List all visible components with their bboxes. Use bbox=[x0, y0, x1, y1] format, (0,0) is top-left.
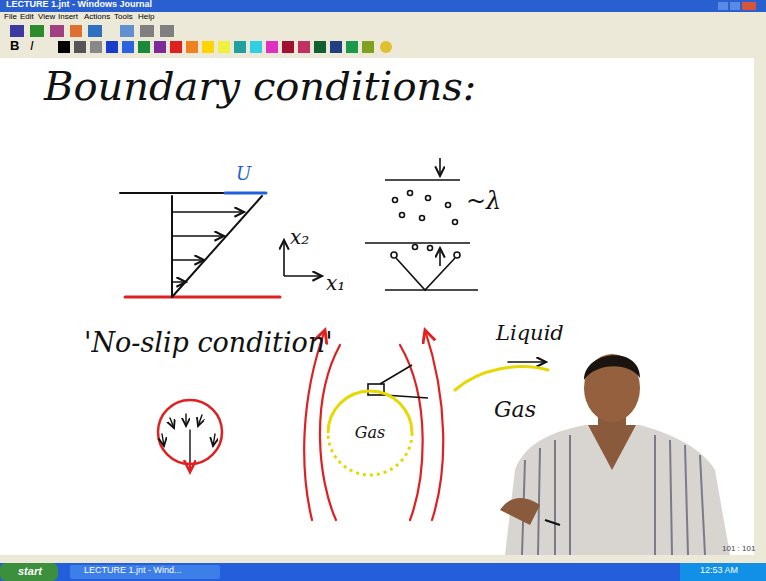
menu-item: View bbox=[38, 13, 55, 22]
italic-button: I bbox=[30, 39, 34, 53]
menu-item: Help bbox=[138, 13, 154, 22]
sphere-sketch bbox=[158, 400, 222, 472]
menu-item: Actions bbox=[84, 13, 110, 22]
streamlines bbox=[304, 330, 443, 520]
menu-item: Tools bbox=[114, 13, 133, 22]
axis-label: x₂ bbox=[290, 226, 309, 248]
phase-label: Gas bbox=[494, 398, 536, 422]
lecturer bbox=[500, 354, 730, 555]
bold-button: B bbox=[10, 39, 19, 53]
menu-item: File bbox=[4, 13, 17, 22]
taskbar bbox=[0, 563, 766, 581]
page-counter: 101 : 101 bbox=[722, 545, 755, 554]
gas-molecules-sketch bbox=[365, 158, 478, 290]
bubble-node: Gas bbox=[326, 389, 414, 477]
scroll-bar bbox=[754, 58, 766, 555]
couette-flow-sketch bbox=[120, 193, 280, 297]
axis-label: x₁ bbox=[326, 272, 345, 294]
toolbar bbox=[0, 12, 766, 58]
velocity-label: U bbox=[236, 164, 251, 184]
start-button bbox=[0, 563, 58, 581]
title-bar bbox=[0, 0, 766, 12]
clock: 12:53 AM bbox=[700, 566, 738, 576]
taskbar-item: LECTURE 1.jnt - Wind... bbox=[84, 566, 182, 576]
mean-free-path-label: ~λ bbox=[466, 188, 501, 214]
menu-item: Insert bbox=[58, 13, 78, 22]
color-swatches bbox=[58, 41, 392, 53]
toolbar-icons bbox=[10, 25, 174, 37]
phase-label: Liquid bbox=[496, 322, 564, 345]
heading: Boundary conditions: bbox=[44, 64, 476, 108]
start-label: start bbox=[18, 565, 42, 577]
bubble-label: Gas bbox=[326, 424, 414, 442]
journal-page bbox=[0, 58, 766, 555]
window-title: LECTURE 1.jnt - Windows Journal bbox=[6, 0, 152, 10]
condition-label: 'No-slip condition' bbox=[84, 328, 333, 358]
menu-item: Edit bbox=[20, 13, 34, 22]
interface-sketch bbox=[455, 362, 548, 390]
